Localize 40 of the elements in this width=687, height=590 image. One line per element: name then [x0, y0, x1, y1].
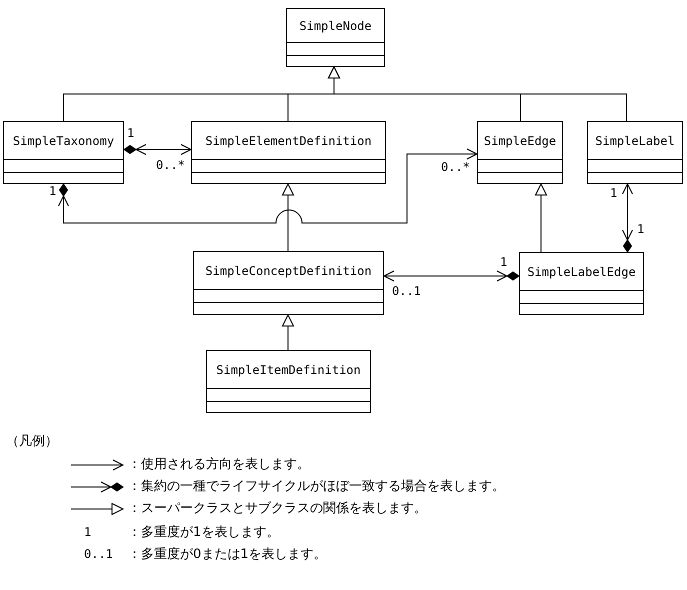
association-arrow	[384, 270, 520, 282]
multiplicity-sample: 0..1	[84, 547, 113, 561]
class-box	[191, 121, 386, 184]
class-box	[206, 350, 371, 413]
association-arrow	[124, 144, 192, 155]
class-box	[519, 252, 644, 315]
class-box	[193, 251, 384, 315]
class-name: SimpleNode	[298, 18, 373, 34]
multiplicity-label: 0..1	[392, 284, 421, 298]
class-name: SimpleTaxonomy	[12, 133, 116, 149]
multiplicity-label: 1	[500, 255, 508, 269]
legend-heading: （凡例）	[6, 434, 58, 450]
generalization-arrow	[282, 314, 294, 350]
multiplicity-label: 1	[637, 222, 644, 236]
class-name: SimpleConceptDefinition	[204, 263, 373, 279]
class-name: SimpleLabel	[594, 133, 676, 149]
class-box	[286, 8, 385, 67]
multiplicity-label: 1	[127, 126, 134, 140]
class-name: SimpleLabelEdge	[526, 264, 637, 280]
class-box	[587, 121, 683, 184]
class-box	[3, 121, 124, 184]
legend-text: ：多重度が0または1を表します。	[128, 547, 327, 563]
multiplicity-sample: 1	[84, 525, 92, 539]
generalization-arrow	[535, 184, 547, 252]
class-name: SimpleElementDefinition	[204, 133, 373, 149]
multiplicity-label: 1	[49, 184, 56, 198]
class-name: SimpleEdge	[482, 133, 558, 149]
generalization-arrow	[282, 184, 294, 252]
legend-text: ：多重度が1を表します。	[128, 525, 280, 541]
multiplicity-label: 0..*	[156, 158, 185, 172]
association-arrow	[58, 148, 478, 224]
class-box	[477, 121, 563, 184]
multiplicity-label: 0..*	[441, 160, 470, 174]
legend-text: ：集約の一種でライフサイクルがほぼ一致する場合を表します。	[128, 479, 505, 495]
legend-text: ：使用される方向を表します。	[128, 457, 310, 473]
multiplicity-label: 1	[610, 186, 618, 200]
class-name: SimpleItemDefinition	[215, 362, 362, 378]
association-arrow	[622, 184, 633, 252]
generalization-arrow	[328, 66, 627, 122]
legend-text: ：スーパークラスとサブクラスの関係を表します。	[128, 501, 427, 517]
